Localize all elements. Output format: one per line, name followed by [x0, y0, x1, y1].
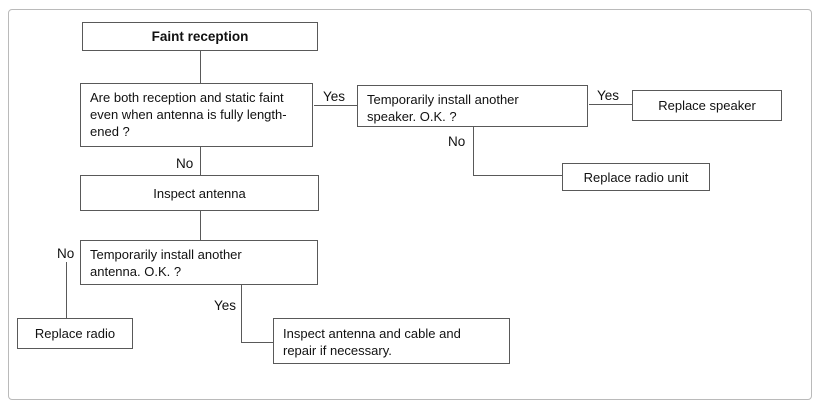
- node-replace-speaker: Replace speaker: [632, 90, 782, 121]
- node-question-reception-static: Are both reception and static faint even…: [80, 83, 313, 147]
- connector-speaker-no-horizontal: [473, 175, 562, 176]
- node-question-install-speaker: Temporarily install another speaker. O.K…: [357, 85, 588, 127]
- edge-label-no-inspect-antenna: No: [175, 156, 195, 171]
- node-replace-radio: Replace radio: [17, 318, 133, 349]
- connector-question-to-inspect-antenna: [200, 147, 201, 175]
- node-inspect-antenna-cable: Inspect antenna and cable and repair if …: [273, 318, 510, 364]
- connector-inspect-to-antenna-question: [200, 211, 201, 240]
- edge-label-no-replace-radio: No: [56, 246, 76, 261]
- connector-question-to-speaker: [314, 105, 357, 106]
- edge-label-no-replace-radio-unit: No: [447, 134, 467, 149]
- connector-antenna-yes-horizontal: [241, 342, 273, 343]
- connector-faint-to-question: [200, 51, 201, 83]
- connector-antenna-no-vertical: [66, 262, 67, 318]
- node-inspect-antenna: Inspect antenna: [80, 175, 319, 211]
- node-question-install-antenna: Temporarily install another antenna. O.K…: [80, 240, 318, 285]
- connector-speaker-to-replace-speaker: [589, 104, 632, 105]
- edge-label-yes-inspect-cable: Yes: [213, 298, 238, 313]
- edge-label-yes-speaker: Yes: [322, 89, 347, 104]
- edge-label-yes-replace-speaker: Yes: [596, 88, 621, 103]
- node-faint-reception: Faint reception: [82, 22, 318, 51]
- connector-antenna-yes-vertical: [241, 285, 242, 342]
- connector-speaker-no-vertical: [473, 127, 474, 175]
- node-replace-radio-unit: Replace radio unit: [562, 163, 710, 191]
